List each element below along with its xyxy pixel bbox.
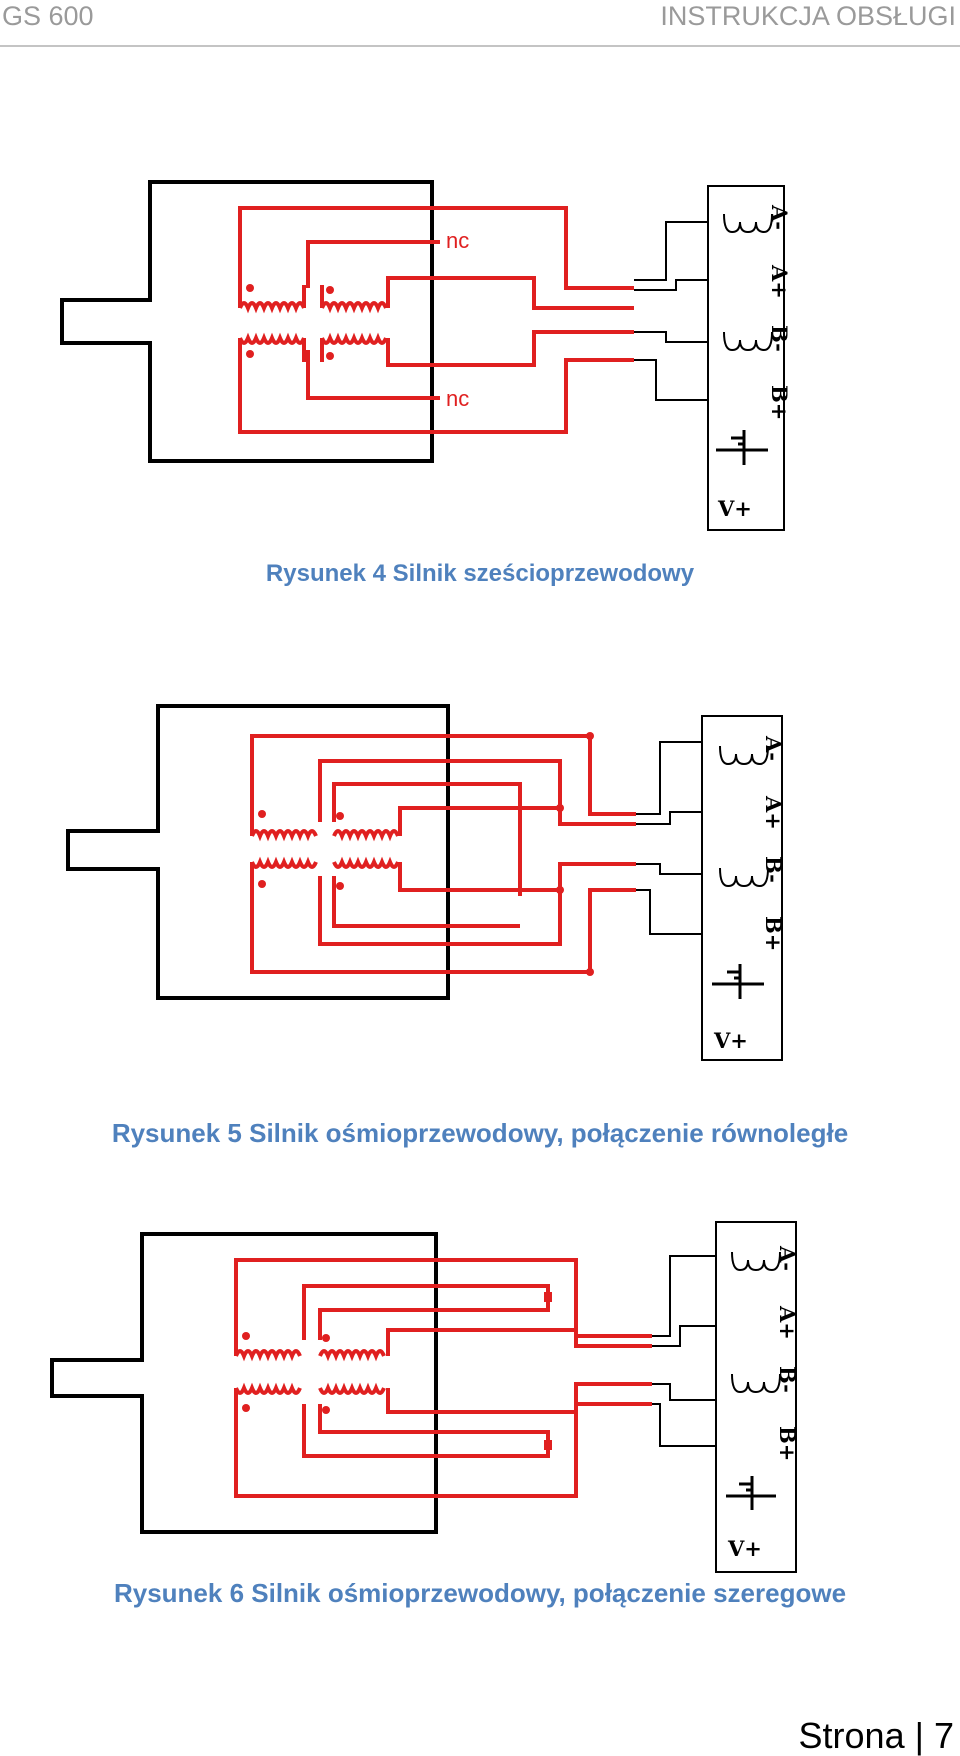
page-number: 7 [933,1715,954,1756]
nc-label-top: nc [446,228,469,253]
terminal-label-a-plus: A+ [767,264,792,299]
terminal-label-b-plus: B+ [767,385,792,420]
figure-6-caption: Rysunek 6 Silnik ośmioprzewodowy, połącz… [113,1578,847,1608]
figure-5-caption: Rysunek 5 Silnik ośmioprzewodowy, połącz… [111,1118,849,1148]
terminal-label-a-plus: A+ [761,795,786,830]
footer-label: Strona [798,1715,905,1756]
header-document-title: INSTRUKCJA OBSŁUGI [660,1,956,31]
terminal-label-b-plus: B+ [775,1426,800,1461]
figure-4-caption: Rysunek 4 Silnik sześcioprzewodowy [265,560,695,587]
terminal-label-a-plus: A+ [775,1305,800,1340]
terminal-label-b-minus: B- [761,856,786,883]
terminal-label-v-plus: V+ [713,1028,748,1053]
terminal-label-b-plus: B+ [761,916,786,951]
footer-separator: | [914,1715,924,1756]
terminal-label-a-minus: A- [767,204,792,230]
header-product-name: GS 600 [2,1,94,31]
terminal-label-v-plus: V+ [717,496,752,521]
terminal-label-v-plus: V+ [727,1536,762,1561]
terminal-label-a-minus: A- [761,735,786,761]
figure-5-diagram: A- A+ B- B+ V+ [0,696,960,1066]
terminal-label-b-minus: B- [775,1366,800,1393]
figure-6-diagram: A- A+ B- B+ V+ [0,1218,960,1588]
header-divider [0,45,960,47]
figure-4-diagram: A- A+ B- B+ V+ nc nc [0,160,960,540]
nc-label-bottom: nc [446,386,469,411]
page-footer: Strona|7 [799,1716,954,1756]
terminal-label-b-minus: B- [767,325,792,352]
terminal-label-a-minus: A- [775,1245,800,1271]
